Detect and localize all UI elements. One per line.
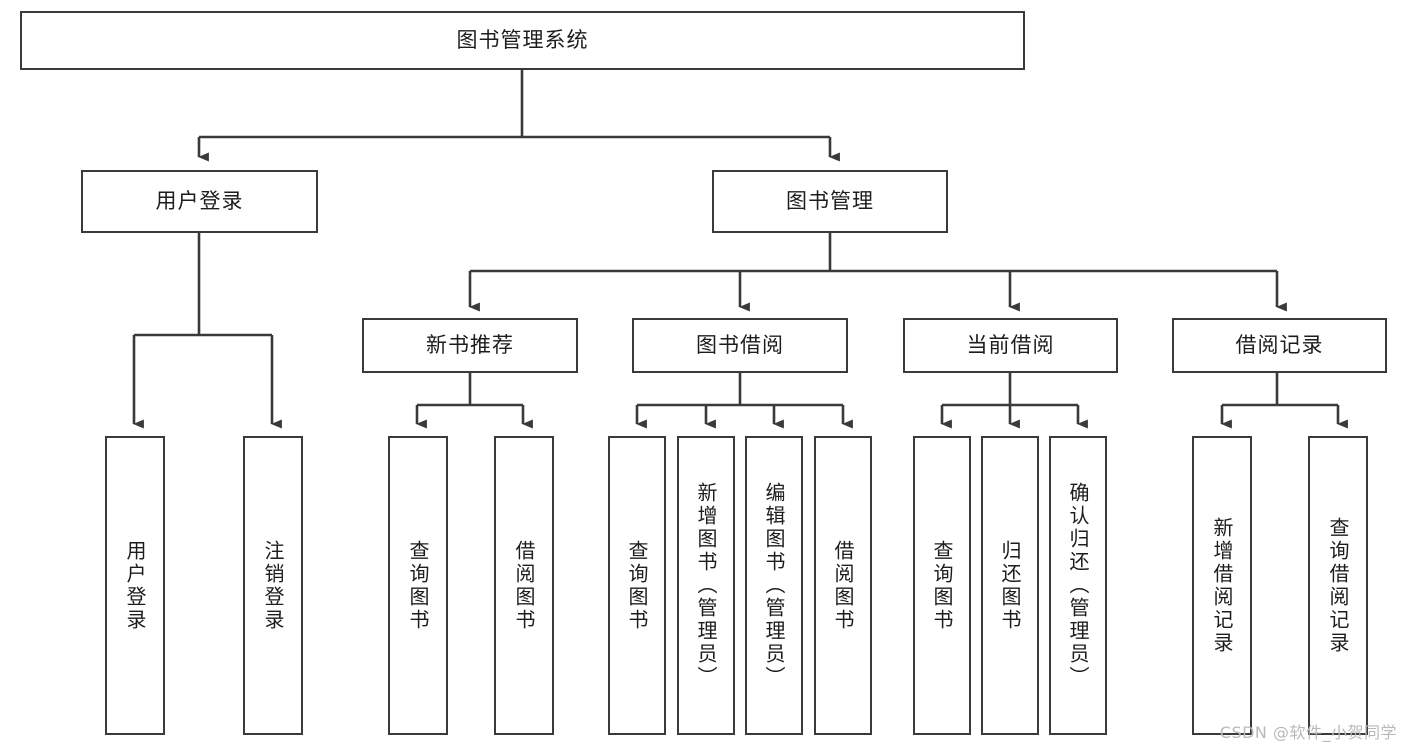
node-leaf-add-record-label: 新增借阅记录 xyxy=(1210,516,1234,655)
node-leaf-user-login[interactable]: 用户登录 xyxy=(105,436,165,735)
node-leaf-edit-book-label: 编辑图书（管理员） xyxy=(762,482,786,689)
node-current-borrow-label: 当前借阅 xyxy=(966,333,1055,358)
node-leaf-user-logout[interactable]: 注销登录 xyxy=(243,436,303,735)
node-leaf-query-book-3[interactable]: 查询图书 xyxy=(913,436,971,735)
node-leaf-confirm-return[interactable]: 确认归还（管理员） xyxy=(1049,436,1107,735)
node-leaf-borrow-book-2[interactable]: 借阅图书 xyxy=(814,436,872,735)
node-leaf-borrow-book-1-label: 借阅图书 xyxy=(512,539,536,632)
node-book-borrow[interactable]: 图书借阅 xyxy=(632,318,848,373)
node-leaf-query-book-1[interactable]: 查询图书 xyxy=(388,436,448,735)
node-leaf-query-book-3-label: 查询图书 xyxy=(930,539,954,632)
node-leaf-borrow-book-1[interactable]: 借阅图书 xyxy=(494,436,554,735)
node-new-book-rec-label: 新书推荐 xyxy=(426,333,514,358)
node-root-label: 图书管理系统 xyxy=(456,28,589,53)
node-root[interactable]: 图书管理系统 xyxy=(20,11,1025,70)
node-leaf-add-book-label: 新增图书（管理员） xyxy=(694,482,718,689)
csdn-watermark: CSDN @软件_小贺同学 xyxy=(1219,723,1397,742)
node-borrow-record[interactable]: 借阅记录 xyxy=(1172,318,1387,373)
node-book-mgmt-label: 图书管理 xyxy=(786,189,874,214)
node-leaf-return-book[interactable]: 归还图书 xyxy=(981,436,1039,735)
node-borrow-record-label: 借阅记录 xyxy=(1235,333,1324,358)
node-leaf-user-logout-label: 注销登录 xyxy=(261,539,285,632)
node-current-borrow[interactable]: 当前借阅 xyxy=(903,318,1118,373)
node-user-login[interactable]: 用户登录 xyxy=(81,170,318,233)
node-leaf-confirm-return-label: 确认归还（管理员） xyxy=(1066,482,1090,689)
node-leaf-user-login-label: 用户登录 xyxy=(123,539,147,632)
node-leaf-edit-book[interactable]: 编辑图书（管理员） xyxy=(745,436,803,735)
node-new-book-rec[interactable]: 新书推荐 xyxy=(362,318,578,373)
node-user-login-label: 用户登录 xyxy=(155,189,244,214)
node-leaf-add-record[interactable]: 新增借阅记录 xyxy=(1192,436,1252,735)
node-book-mgmt[interactable]: 图书管理 xyxy=(712,170,948,233)
node-leaf-query-record[interactable]: 查询借阅记录 xyxy=(1308,436,1368,735)
node-book-borrow-label: 图书借阅 xyxy=(696,333,784,358)
node-leaf-query-book-1-label: 查询图书 xyxy=(406,539,430,632)
node-leaf-query-book-2[interactable]: 查询图书 xyxy=(608,436,666,735)
node-leaf-query-book-2-label: 查询图书 xyxy=(625,539,649,632)
node-leaf-borrow-book-2-label: 借阅图书 xyxy=(831,539,855,632)
node-leaf-add-book[interactable]: 新增图书（管理员） xyxy=(677,436,735,735)
node-leaf-return-book-label: 归还图书 xyxy=(998,539,1022,632)
node-leaf-query-record-label: 查询借阅记录 xyxy=(1326,516,1350,655)
